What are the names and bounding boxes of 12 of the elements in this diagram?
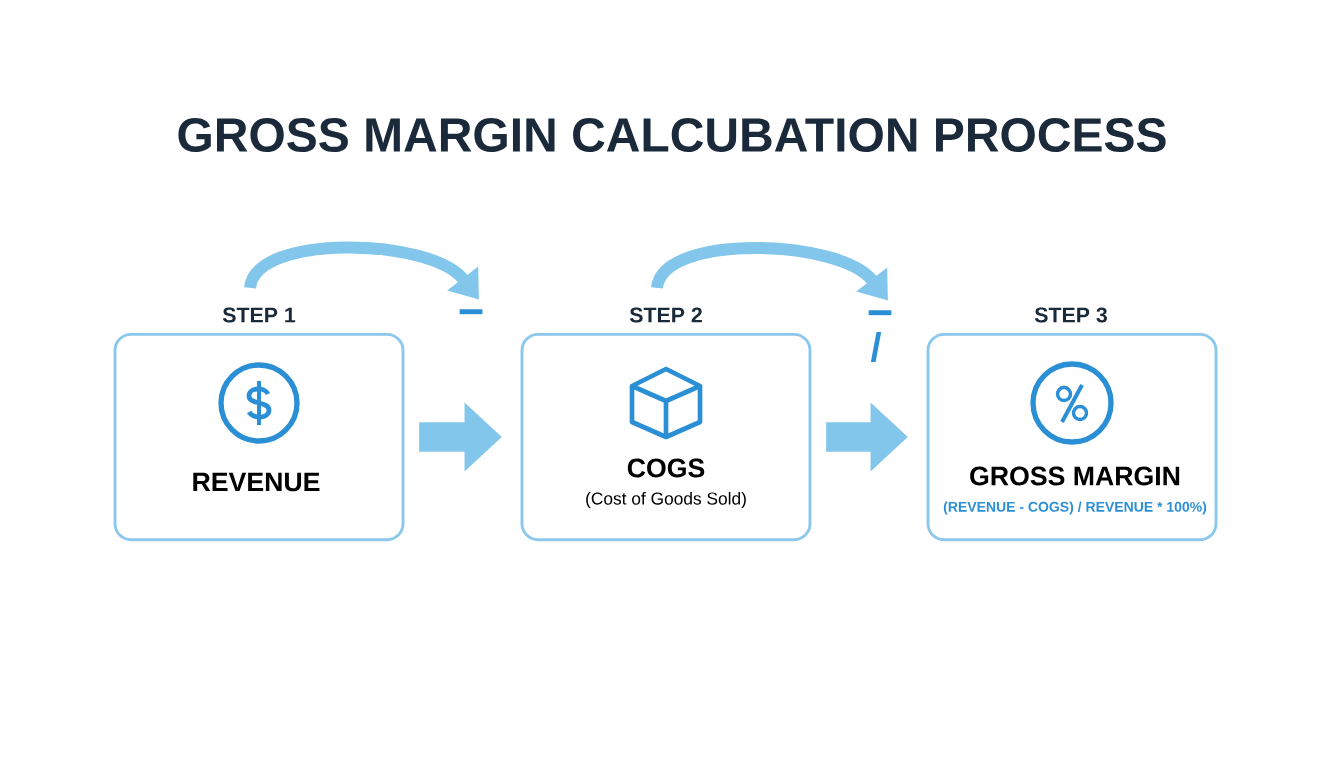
title: GROSS MARGIN CALCUBATION PROCESS [178, 118, 1166, 152]
operator-sign: − [868, 310, 892, 316]
box-title: REVENUE [193, 472, 320, 492]
step-label: STEP 1 [222, 307, 296, 323]
operator-sign: − [459, 309, 483, 315]
operator-sign: / [870, 332, 882, 362]
formula-text: (REVENUE - COGS) / REVENUE * 100%) [943, 501, 1207, 515]
box-title: COGS [627, 458, 705, 478]
box-subtitle: (Cost of Goods Sold) [586, 491, 746, 509]
box-title: GROSS MARGIN [970, 466, 1180, 486]
step-label: STEP 3 [1034, 307, 1107, 323]
step-label: STEP 2 [629, 307, 702, 323]
